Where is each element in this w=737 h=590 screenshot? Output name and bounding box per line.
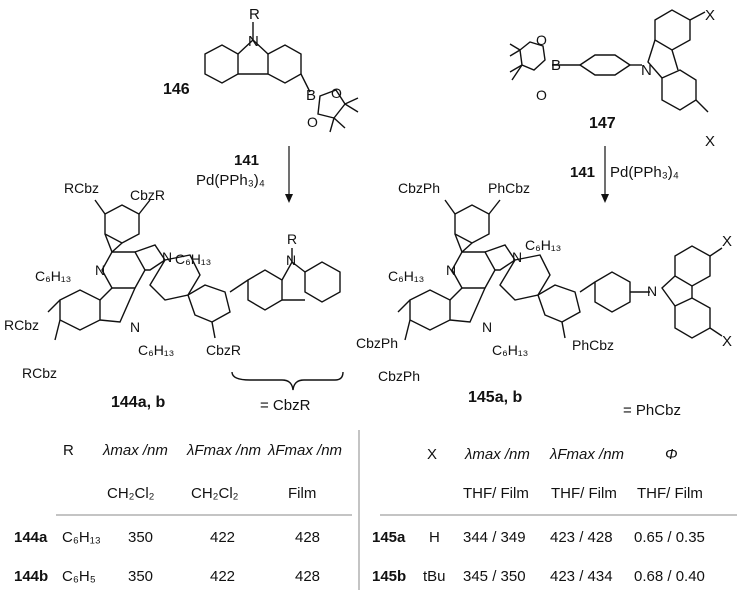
p145-left-mid: CbzPh	[356, 335, 398, 351]
left-brace	[231, 371, 344, 391]
p144-N-bottom: N	[130, 319, 140, 335]
rt-row-phi: 0.65 / 0.35	[634, 529, 705, 546]
p145-X2: X	[722, 333, 732, 350]
lt-row-R: C₆H₁₃	[62, 529, 101, 546]
lt-row-abs: 350	[128, 529, 153, 546]
lt-header-fl-film: λFmax /nm	[267, 442, 342, 459]
rt-row-145b: 145b tBu 345 / 350 423 / 434 0.68 / 0.40	[372, 568, 705, 585]
lt-row-fl-film: 428	[295, 568, 320, 585]
rt-header-fl: λFmax /nm	[549, 446, 624, 463]
rt-sub-phi: THF/ Film	[637, 485, 703, 502]
lt-row-fl-sol: 422	[210, 529, 235, 546]
rt-row-X: tBu	[423, 568, 446, 585]
lt-sub-fl-film: Film	[288, 485, 316, 502]
compound-146-O2: O	[307, 114, 318, 130]
compound-147-X2: X	[705, 133, 715, 150]
p145-N-top: N	[512, 249, 522, 265]
lt-sub-abs: CH₂Cl₂	[107, 485, 155, 502]
compound-147-O1: O	[536, 32, 547, 48]
p145-N-left: N	[446, 262, 456, 278]
rt-row-id: 145a	[372, 529, 406, 546]
right-reagent-141: 141	[570, 164, 595, 181]
p145-top-left: CbzPh	[398, 180, 440, 196]
compound-146-id: 146	[163, 81, 190, 98]
p144-left-mid: RCbz	[4, 317, 39, 333]
p145-right-sub: PhCbz	[572, 337, 614, 353]
p145-left-N-sub: C₆H₁₃	[388, 268, 424, 284]
right-arrowhead	[601, 194, 609, 203]
p145-bottom-N-sub: C₆H₁₃	[492, 342, 528, 358]
left-reagent-141: 141	[234, 152, 259, 169]
lt-header-R: R	[63, 442, 74, 459]
compound-144-id: 144a, b	[111, 394, 165, 411]
lt-sub-fl-sol: CH₂Cl₂	[191, 485, 239, 502]
lt-row-144b: 144b C₆H₅ 350 422 428	[14, 568, 320, 585]
p144-carbazole-N: N	[286, 252, 296, 268]
compound-144-structure	[47, 199, 341, 341]
p144-top-right: CbzR	[130, 187, 165, 203]
lt-header-fl-sol: λFmax /nm	[186, 442, 261, 459]
p144-N-left: N	[95, 262, 105, 278]
rt-row-fl: 423 / 428	[550, 529, 613, 546]
rt-sub-abs: THF/ Film	[463, 485, 529, 502]
compound-145-structure	[397, 199, 723, 341]
compound-147-id: 147	[589, 115, 616, 132]
left-brace-label: = CbzR	[260, 397, 311, 414]
rt-sub-fl: THF/ Film	[551, 485, 617, 502]
rt-row-X: H	[429, 529, 440, 546]
compound-146-N: N	[248, 33, 259, 50]
p145-N-bottom: N	[482, 319, 492, 335]
p144-top-left: RCbz	[64, 180, 99, 196]
p144-carbazole-R: R	[287, 231, 297, 247]
compound-146-R: R	[249, 6, 260, 23]
p144-bottom-N-sub: C₆H₁₃	[138, 342, 174, 358]
left-reagent-catalyst: Pd(PPh₃)₄	[196, 172, 265, 189]
left-arrowhead	[285, 194, 293, 203]
compound-146-structure	[204, 22, 359, 133]
right-reagent-catalyst: Pd(PPh₃)₄	[610, 164, 679, 181]
p144-top-N-sub: C₆H₁₃	[175, 251, 211, 267]
lt-row-id: 144b	[14, 568, 48, 585]
rt-row-phi: 0.68 / 0.40	[634, 568, 705, 585]
lt-header-abs: λmax /nm	[102, 442, 168, 459]
lt-row-fl-film: 428	[295, 529, 320, 546]
compound-147-structure	[509, 9, 709, 113]
compound-147-X1: X	[705, 7, 715, 24]
lt-row-144a: 144a C₆H₁₃ 350 422 428	[14, 529, 320, 546]
compound-147-O2: O	[536, 87, 547, 103]
rt-row-abs: 345 / 350	[463, 568, 526, 585]
rt-row-145a: 145a H 344 / 349 423 / 428 0.65 / 0.35	[372, 529, 705, 546]
p145-top-N-sub: C₆H₁₃	[525, 237, 561, 253]
lt-row-fl-sol: 422	[210, 568, 235, 585]
rt-header-phi: Φ	[665, 446, 678, 463]
p144-right-sub: CbzR	[206, 342, 241, 358]
p144-N-top: N	[162, 249, 172, 265]
p145-left-bottom: CbzPh	[378, 368, 420, 384]
p145-N: N	[647, 283, 657, 299]
compound-147-B: B	[551, 57, 561, 74]
p144-left-N-sub: C₆H₁₃	[35, 268, 71, 284]
rt-row-abs: 344 / 349	[463, 529, 526, 546]
rt-header-abs: λmax /nm	[464, 446, 530, 463]
rt-row-fl: 423 / 434	[550, 568, 613, 585]
rt-header-X: X	[427, 446, 437, 463]
lt-row-id: 144a	[14, 529, 48, 546]
p144-left-bottom: RCbz	[22, 365, 57, 381]
compound-146-B: B	[306, 87, 316, 104]
compound-147-N: N	[641, 62, 652, 79]
right-brace-label: = PhCbz	[623, 402, 681, 419]
p145-X1: X	[722, 233, 732, 250]
compound-145-id: 145a, b	[468, 389, 522, 406]
compound-146-O1: O	[331, 85, 342, 101]
p145-top-right: PhCbz	[488, 180, 530, 196]
lt-row-abs: 350	[128, 568, 153, 585]
lt-row-R: C₆H₅	[62, 568, 96, 585]
rt-row-id: 145b	[372, 568, 406, 585]
